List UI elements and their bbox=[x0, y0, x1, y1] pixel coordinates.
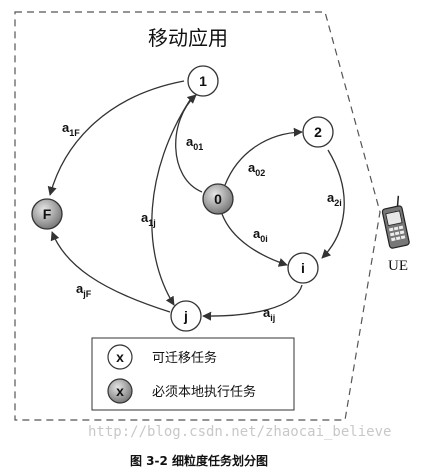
node-i-label: i bbox=[301, 260, 305, 276]
legend-local-text: 必须本地执行任务 bbox=[152, 384, 256, 400]
legend: x 可迁移任务 x 必须本地执行任务 bbox=[91, 337, 295, 411]
edge-label-a01: a01 bbox=[186, 134, 203, 152]
node-0-label: 0 bbox=[214, 191, 222, 207]
legend-migratable-text: 可迁移任务 bbox=[152, 350, 217, 366]
node-F: F bbox=[31, 198, 63, 230]
node-j: j bbox=[170, 300, 202, 332]
legend-migratable-x: x bbox=[116, 349, 124, 365]
edge-0-to-i bbox=[221, 213, 288, 267]
node-F-label: F bbox=[43, 206, 52, 222]
edge-i-to-j bbox=[202, 284, 303, 321]
node-i: i bbox=[287, 252, 319, 284]
edge-label-a0i: a0i bbox=[253, 226, 268, 244]
edge-label-a2i: a2i bbox=[327, 190, 342, 208]
mobile-phone-icon bbox=[381, 195, 410, 249]
node-j-label: j bbox=[183, 308, 188, 324]
edge-1-to-j bbox=[151, 99, 191, 306]
node-0: 0 bbox=[202, 183, 234, 215]
edge-label-a1j: a1j bbox=[141, 210, 156, 228]
mobile-app-boundary bbox=[14, 11, 381, 421]
legend-local-x: x bbox=[116, 383, 124, 399]
edge-label-aij: aij bbox=[263, 305, 275, 323]
figure-caption: 图 3-2 细粒度任务划分图 bbox=[130, 453, 268, 468]
edge-label-a1F: a1F bbox=[62, 120, 80, 138]
app-title: 移动应用 bbox=[148, 26, 228, 50]
legend-local-symbol bbox=[107, 378, 133, 404]
ue-device: UE bbox=[381, 195, 410, 274]
edge-label-ajF: ajF bbox=[76, 281, 92, 299]
node-2-label: 2 bbox=[314, 124, 322, 140]
node-1-label: 1 bbox=[199, 73, 207, 89]
ue-label: UE bbox=[388, 258, 408, 274]
edge-label-a02: a02 bbox=[248, 160, 265, 178]
watermark-url: http://blog.csdn.net/zhaocai_believe bbox=[88, 424, 391, 440]
legend-migratable-symbol bbox=[107, 344, 133, 370]
edge-1-to-F bbox=[47, 80, 185, 196]
edge-j-to-F bbox=[50, 231, 171, 313]
edge-0-to-2 bbox=[224, 127, 303, 186]
node-2: 2 bbox=[302, 116, 334, 148]
node-1: 1 bbox=[187, 65, 219, 97]
edges bbox=[47, 80, 345, 321]
edge-2-to-i bbox=[321, 149, 345, 259]
